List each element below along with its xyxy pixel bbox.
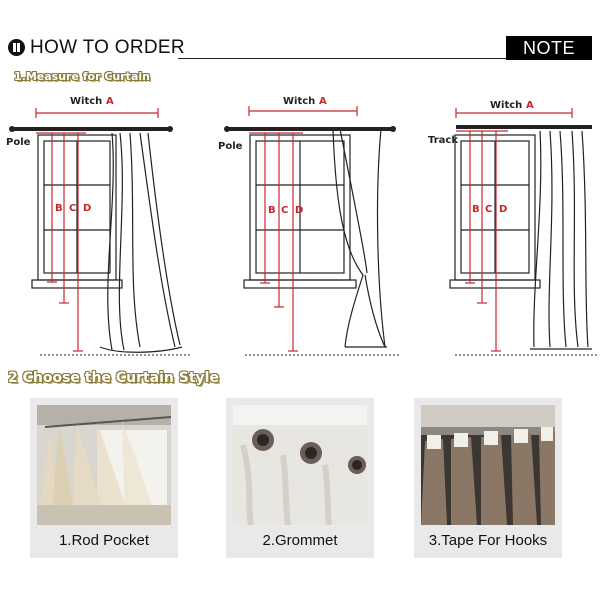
letter-b: B [268,205,276,216]
letter-d: D [83,203,92,214]
measure-diagram-grommet [224,106,400,356]
style-caption: 2.Grommet [262,532,338,549]
header-divider [178,58,513,59]
letter-d: D [499,204,508,215]
page-title: HOW TO ORDER [30,37,185,58]
tape-hooks-photo [421,405,555,525]
letter-b: B [55,203,63,214]
mount-label: Pole [6,137,31,148]
rod-pocket-photo [37,405,171,525]
style-card-tape-hooks[interactable]: 3.Tape For Hooks [414,398,562,558]
measure-diagram-tape [449,108,598,356]
width-letter: A [106,96,114,107]
letter-b: B [472,204,480,215]
style-caption: 1.Rod Pocket [58,532,150,549]
step2-heading: 2 Choose the Curtain Style [8,370,219,386]
style-card-grommet[interactable]: 2.Grommet [226,398,374,558]
letter-c: C [485,204,493,215]
mount-label: Track [428,135,458,146]
pause-circle-icon [8,39,25,56]
grommet-photo [233,405,367,525]
width-letter: A [319,96,327,107]
width-label: Witch [490,100,523,111]
width-letter: A [526,100,534,111]
note-badge: NOTE [506,36,592,60]
width-label: Witch [70,96,103,107]
width-label: Witch [283,96,316,107]
style-caption: 3.Tape For Hooks [428,532,548,549]
letter-c: C [69,203,77,214]
measure-diagram-rod-pocket [9,108,190,356]
section-header: HOW TO ORDER NOTE [8,36,592,60]
letter-c: C [281,205,289,216]
step1-heading: 1.Measure for Curtain [14,70,150,83]
letter-d: D [295,205,304,216]
mount-label: Pole [218,141,243,152]
style-card-rod-pocket[interactable]: 1.Rod Pocket [30,398,178,558]
